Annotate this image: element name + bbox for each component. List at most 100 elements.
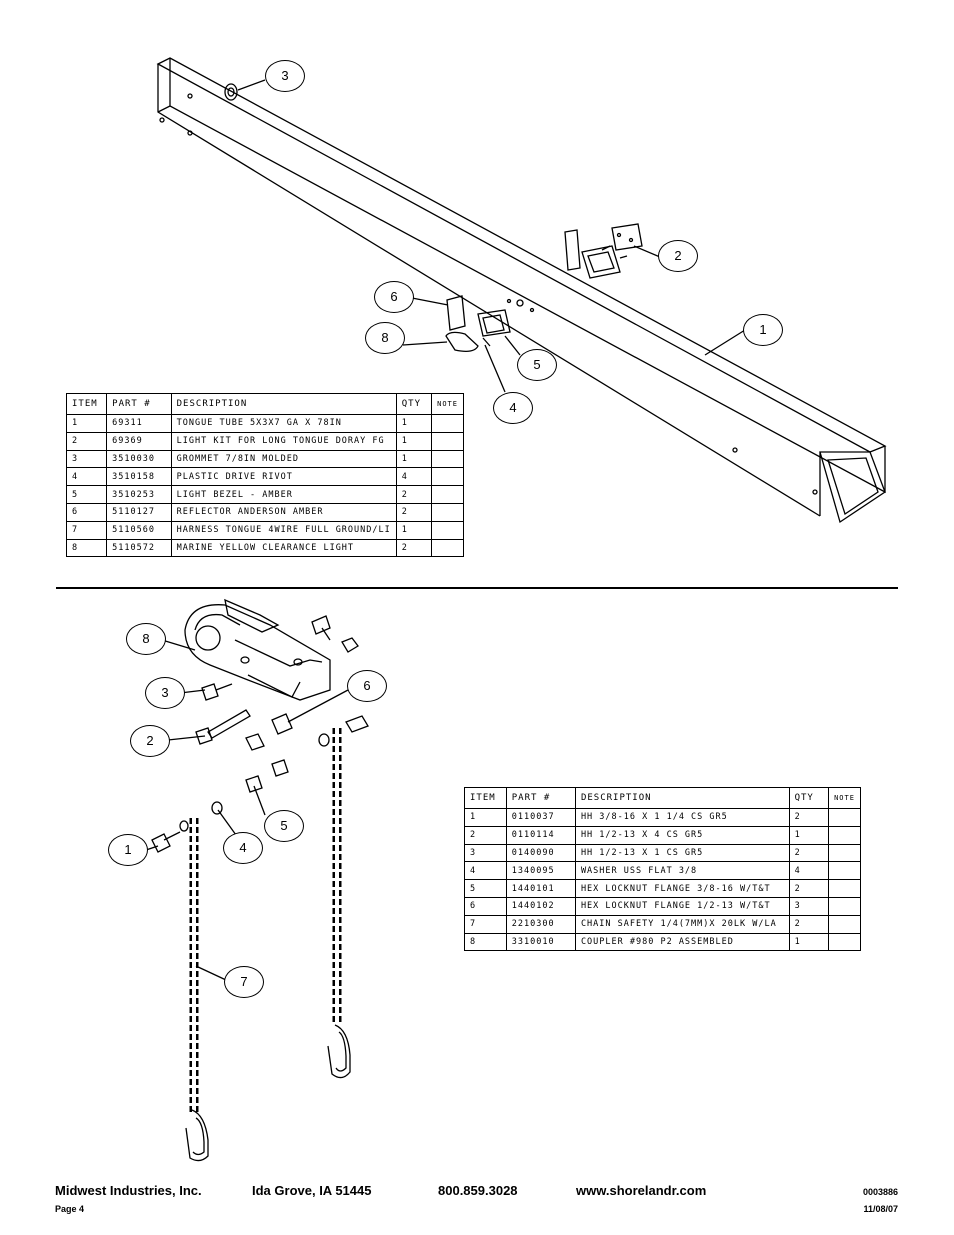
company-website: www.shorelandr.com (576, 1183, 707, 1198)
cell-part: 3510253 (106, 485, 172, 504)
cell-item: 8 (65, 538, 108, 558)
cell-note (828, 861, 861, 881)
company-name: Midwest Industries, Inc. (55, 1183, 202, 1198)
cell-part: 3510158 (106, 467, 172, 487)
cell-part: 1340095 (505, 861, 576, 881)
cell-qty: 2 (788, 914, 830, 934)
cell-description: HH 1/2-13 X 4 CS GR5 (574, 825, 790, 845)
cell-part: 1440102 (505, 896, 576, 916)
cell-qty: 4 (395, 467, 433, 487)
coupler (184, 598, 331, 701)
cell-note (828, 896, 861, 916)
balloon-item-7: 7 (224, 966, 264, 998)
balloon-item-3: 3 (145, 677, 185, 709)
cell-item: 1 (464, 808, 507, 827)
leader-lines-bottom (145, 639, 349, 981)
cell-qty: 2 (395, 538, 433, 558)
cell-note (828, 843, 861, 863)
cell-part: 69369 (106, 431, 172, 451)
balloon-item-3: 3 (265, 60, 305, 92)
cell-item: 7 (65, 520, 108, 540)
cell-qty: 1 (395, 414, 433, 433)
cell-item: 6 (65, 502, 108, 522)
cell-part: 1440101 (505, 879, 576, 898)
cell-description: HEX LOCKNUT FLANGE 3/8-16 W/T&T (574, 879, 790, 898)
cell-item: 5 (65, 485, 108, 504)
cell-qty: 1 (395, 520, 433, 540)
cell-qty: 4 (788, 861, 830, 881)
cell-note (828, 825, 861, 845)
cell-note (828, 879, 861, 898)
cell-note (431, 538, 464, 558)
leader-lines-top (237, 79, 746, 393)
header-part: PART # (106, 393, 172, 415)
balloon-item-8: 8 (126, 623, 166, 655)
balloon-item-6: 6 (347, 670, 387, 702)
cell-description: PLASTIC DRIVE RIVOT (170, 467, 397, 487)
cell-qty: 1 (788, 825, 830, 845)
cell-note (431, 502, 464, 522)
cell-item: 3 (65, 449, 108, 469)
cell-item: 2 (464, 825, 507, 845)
table-header-row: ITEM PART # DESCRIPTION QTY NOTE (65, 393, 464, 415)
cell-part: 5110572 (106, 538, 172, 558)
header-qty: QTY (788, 787, 830, 809)
header-note: NOTE (431, 393, 464, 415)
cell-item: 2 (65, 431, 108, 451)
balloon-item-1: 1 (743, 314, 783, 346)
cell-description: LIGHT BEZEL - AMBER (170, 485, 397, 504)
cell-part: 3310010 (505, 932, 576, 952)
balloon-item-6: 6 (374, 281, 414, 313)
cell-note (828, 932, 861, 952)
safety-chains (185, 728, 351, 1162)
balloon-item-4: 4 (223, 832, 263, 864)
cell-item: 7 (464, 914, 507, 934)
header-item: ITEM (65, 393, 108, 415)
cell-note (431, 467, 464, 487)
header-description: DESCRIPTION (170, 393, 397, 415)
header-description: DESCRIPTION (574, 787, 790, 809)
cell-description: HH 1/2-13 X 1 CS GR5 (574, 843, 790, 863)
section-divider (56, 587, 898, 589)
cell-part: 0140090 (505, 843, 576, 863)
cell-qty: 2 (788, 843, 830, 863)
cell-part: 69311 (106, 414, 172, 433)
cell-item: 4 (464, 861, 507, 881)
table-header-row: ITEM PART # DESCRIPTION QTY NOTE (464, 787, 861, 809)
cell-item: 5 (464, 879, 507, 898)
cell-description: CHAIN SAFETY 1/4(7MM)X 20LK W/LA (574, 914, 790, 934)
cell-qty: 2 (395, 485, 433, 504)
cell-description: TONGUE TUBE 5X3X7 GA X 78IN (170, 414, 397, 433)
document-date: 11/08/07 (863, 1204, 898, 1214)
balloon-item-4: 4 (493, 392, 533, 424)
cell-note (431, 431, 464, 451)
cell-qty: 2 (788, 879, 830, 898)
grommet (224, 83, 238, 101)
cell-item: 6 (464, 896, 507, 916)
company-city: Ida Grove, IA 51445 (252, 1183, 372, 1198)
company-phone: 800.859.3028 (438, 1183, 518, 1198)
cell-description: WASHER USS FLAT 3/8 (574, 861, 790, 881)
cell-description: COUPLER #980 P2 ASSEMBLED (574, 932, 790, 952)
balloon-item-5: 5 (517, 349, 557, 381)
header-part: PART # (505, 787, 576, 809)
cell-description: GROMMET 7/8IN MOLDED (170, 449, 397, 469)
cell-qty: 2 (395, 502, 433, 522)
cell-note (431, 485, 464, 504)
cell-item: 3 (464, 843, 507, 863)
cell-part: 5110127 (106, 502, 172, 522)
